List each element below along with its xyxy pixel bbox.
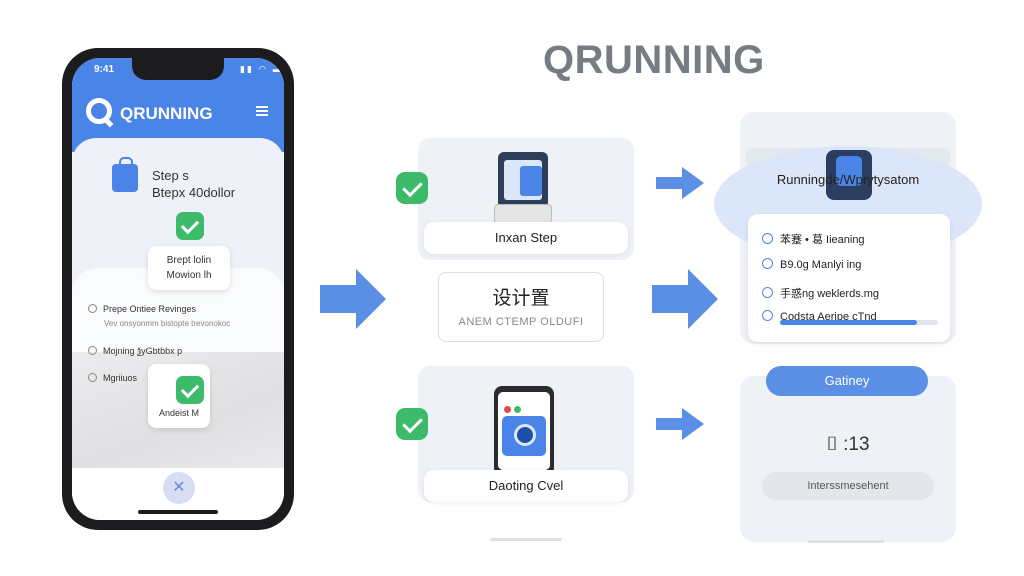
phone-mockup: 9:41 ▮▮ ◠ ▬ QRUNNING Step s Btepx 40doll… <box>62 48 294 530</box>
check-circle-icon <box>762 310 773 321</box>
results-list-item[interactable]: B9.0g Manlyi ing <box>762 258 861 271</box>
check-icon <box>396 172 428 204</box>
phone-notch <box>132 58 224 80</box>
check-circle-icon <box>88 304 97 313</box>
check-circle-icon <box>762 233 773 244</box>
results-item-label: B9.0g Manlyi ing <box>780 259 862 271</box>
primary-button[interactable]: Gatiney <box>766 366 928 396</box>
input-title: 设计置 <box>492 288 550 309</box>
step-title: Step s <box>152 168 189 183</box>
camera-icon <box>514 424 536 446</box>
check-icon <box>176 212 204 240</box>
popup-line: Brept lolin <box>166 255 212 266</box>
step-subtitle: Btepx 40dollor <box>152 185 236 200</box>
brand-title: QRUNNING <box>543 38 765 82</box>
arrow-right-icon <box>320 269 386 329</box>
results-list-item[interactable]: 苯蹇 • 葛 Iieaning <box>762 231 865 247</box>
list-item-label: Prepe Ontiee Revinges <box>103 304 197 314</box>
red-dot-icon <box>504 406 511 413</box>
check-circle-icon <box>88 346 97 355</box>
arrow-right-icon <box>652 269 718 329</box>
check-circle-icon <box>762 287 773 298</box>
list-item[interactable]: Mgriiuos <box>88 373 137 383</box>
popup-line: Mowion lh <box>166 270 212 281</box>
list-item[interactable]: Prepe Ontiee Revinges <box>88 304 196 314</box>
arrow-right-icon <box>656 167 704 199</box>
divider <box>490 538 562 541</box>
tablet-accent <box>520 166 542 196</box>
check-icon <box>176 376 204 404</box>
list-item-sub: Vev onsyonmm bistopte trevonokoc <box>104 319 231 328</box>
popup-label: Andeist M <box>158 408 200 418</box>
app-logo-icon <box>86 98 112 124</box>
progress-fill <box>780 320 917 325</box>
input-card[interactable] <box>438 272 604 342</box>
status-pill[interactable]: Interssmesehent <box>762 472 934 500</box>
step-card-label[interactable]: Inxan Step <box>424 222 628 254</box>
check-circle-icon <box>88 373 97 382</box>
step-card-label[interactable]: Daoting Cvel <box>424 470 628 502</box>
list-item-label: Mgriiuos <box>103 373 138 383</box>
results-list-item[interactable]: 手惑ng weklerds.mg <box>762 285 879 301</box>
status-icons: ▮▮ ◠ ▬ <box>240 64 284 74</box>
check-icon <box>396 408 428 440</box>
results-item-label: 手惑ng weklerds.mg <box>780 288 880 300</box>
phone-screen: 9:41 ▮▮ ◠ ▬ QRUNNING Step s Btepx 40doll… <box>72 58 284 520</box>
arrow-right-icon <box>656 408 704 440</box>
timer-panel <box>740 376 956 542</box>
timer-readout: ⌷ :13 <box>826 434 870 455</box>
keyboard-icon <box>494 204 552 224</box>
step-popup[interactable]: Brept lolin Mowion lh <box>148 246 230 290</box>
robot-avatar-face <box>836 156 862 186</box>
divider <box>808 540 884 543</box>
app-name: QRUNNING <box>120 104 213 123</box>
shopping-bag-icon <box>112 157 138 192</box>
results-title: Runningde/Wprytysatom <box>776 172 920 187</box>
input-subtitle: ANEM CTEMP OLDUFI <box>458 316 584 328</box>
green-dot-icon <box>514 406 521 413</box>
list-item[interactable]: Mojning ѯyGbtbbx p <box>88 346 182 356</box>
status-time: 9:41 <box>94 64 115 75</box>
home-indicator <box>138 510 218 514</box>
hamburger-menu-icon[interactable] <box>256 106 268 116</box>
check-circle-icon <box>762 258 773 269</box>
list-item-label: Mojning ѯyGbtbbx p <box>103 346 183 356</box>
results-item-label: 苯蹇 • 葛 Iieaning <box>780 234 865 246</box>
close-fab-button[interactable]: ✕ <box>163 472 195 504</box>
